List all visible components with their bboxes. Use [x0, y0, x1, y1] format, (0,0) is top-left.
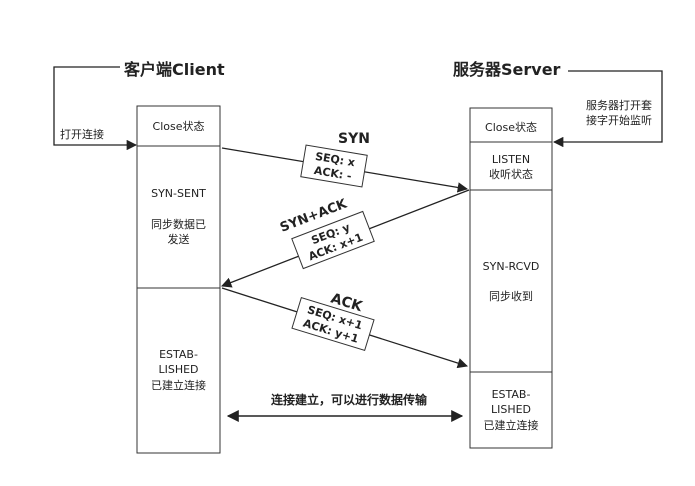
client-open-label: 打开连接 — [60, 127, 104, 141]
server-open-label-2: 接字开始监听 — [586, 113, 652, 127]
client-open-arrow — [53, 66, 138, 151]
server-column: Close状态 LISTEN 收听状态 SYN-RCVD 同步收到 ESTAB-… — [469, 107, 553, 449]
client-syn-sent-state: SYN-SENT — [151, 187, 206, 200]
client-title: 客户端Client — [124, 60, 225, 79]
server-title: 服务器Server — [453, 60, 561, 79]
client-estab-desc: 已建立连接 — [151, 378, 206, 392]
server-syn-rcvd-state: SYN-RCVD — [483, 260, 540, 273]
server-estab-desc: 已建立连接 — [484, 418, 539, 432]
server-open-label-1: 服务器打开套 — [586, 98, 652, 112]
server-estab-state-1: ESTAB- — [492, 388, 531, 401]
client-syn-sent-desc-2: 发送 — [168, 232, 190, 246]
server-listen-arrow — [552, 70, 663, 148]
client-estab-state-1: ESTAB- — [159, 348, 198, 361]
server-close-state: Close状态 — [485, 120, 537, 134]
server-listen-state: LISTEN — [492, 153, 530, 166]
server-syn-rcvd-desc: 同步收到 — [489, 289, 533, 303]
client-close-state: Close状态 — [153, 119, 205, 133]
established-label: 连接建立，可以进行数据传输 — [271, 392, 428, 407]
syn-label: SYN — [338, 131, 370, 147]
client-syn-sent-desc-1: 同步数据已 — [151, 217, 206, 231]
server-listen-desc: 收听状态 — [489, 167, 533, 181]
syn-segment-box: SEQ: x ACK: - — [300, 144, 368, 188]
client-column: Close状态 SYN-SENT 同步数据已 发送 ESTAB- LISHED … — [136, 105, 221, 454]
server-estab-state-2: LISHED — [491, 403, 531, 416]
client-estab-state-2: LISHED — [158, 363, 198, 376]
syn-ack: ACK: - — [313, 164, 353, 183]
